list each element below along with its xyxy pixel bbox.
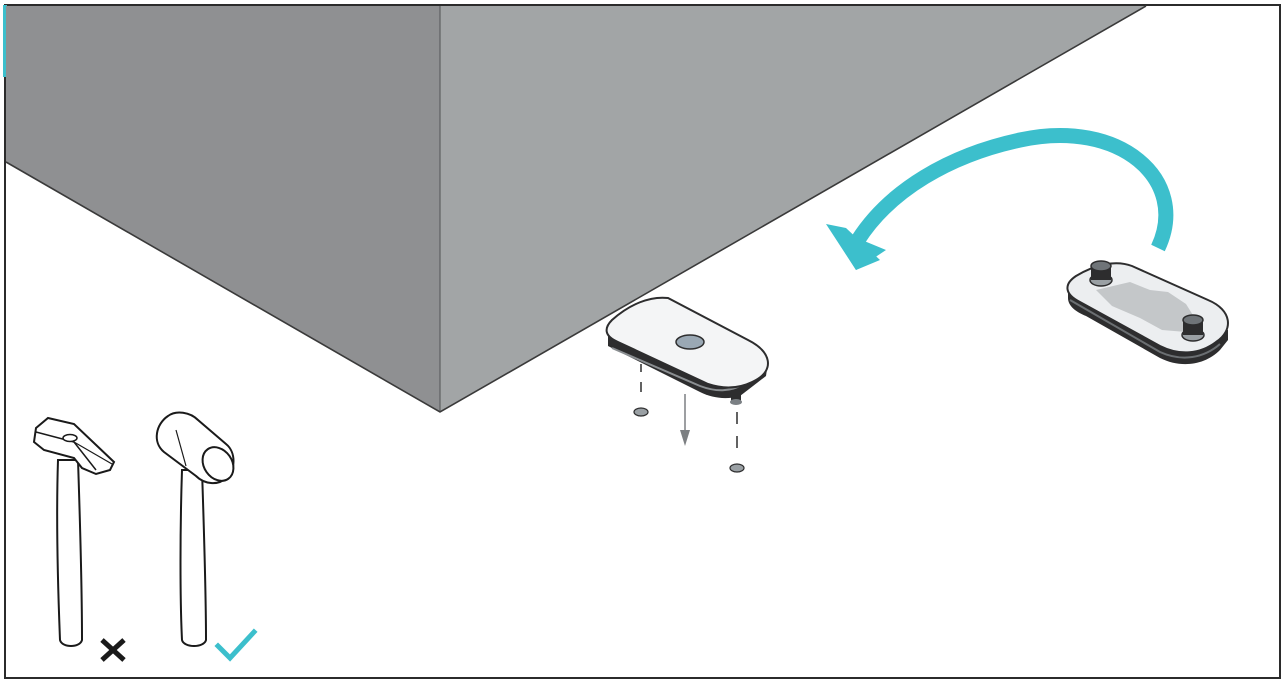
cross-icon	[100, 638, 126, 662]
check-icon	[214, 628, 258, 662]
nail-head-right	[729, 463, 745, 473]
pad-pin-bottom	[1181, 314, 1205, 342]
rotate-arrow	[826, 128, 1174, 270]
frame-border	[4, 4, 1281, 679]
cabinet-side-face	[6, 6, 440, 412]
cabinet-bottom-edge	[5, 5, 1147, 413]
insert-down-arrow	[680, 394, 690, 446]
leveling-pad-flipped	[1066, 260, 1229, 365]
pad-center-hole	[675, 334, 705, 350]
nail-head-left	[633, 407, 649, 417]
rubber-mallet-icon	[155, 411, 235, 647]
pad-pin-top	[1089, 260, 1113, 287]
steel-hammer-icon	[32, 416, 116, 647]
cabinet	[5, 5, 1147, 413]
page-tab-marker	[3, 5, 7, 77]
leveling-pad-installed	[605, 296, 769, 473]
